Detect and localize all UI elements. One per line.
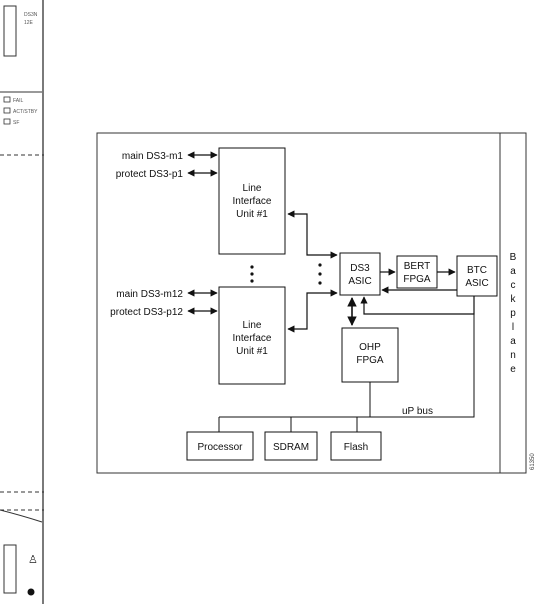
ohp-fpga-line2: FPGA bbox=[356, 355, 384, 366]
liu-top-line1: Line bbox=[243, 183, 262, 194]
processor-label: Processor bbox=[197, 442, 243, 453]
port-label-main-m1: main DS3-m1 bbox=[122, 151, 184, 162]
bert-fpga-line1: BERT bbox=[404, 261, 431, 272]
btc-feedback-line bbox=[360, 296, 475, 315]
backplane-letter: a bbox=[510, 266, 516, 277]
liu-top-to-ds3-link bbox=[287, 210, 338, 259]
liu-top-line3: Unit #1 bbox=[236, 209, 268, 220]
diagram-frame bbox=[96, 132, 527, 474]
led-fail-label: FAIL bbox=[13, 98, 24, 104]
btc-asic-line2: ASIC bbox=[465, 278, 488, 289]
figure-id: 61350 bbox=[530, 453, 536, 470]
ds3-asic-line1: DS3 bbox=[350, 263, 370, 274]
bert-fpga-line2: FPGA bbox=[403, 274, 431, 285]
led-sf-label: SF bbox=[13, 120, 19, 126]
faceplate-bottom-notch bbox=[0, 509, 43, 523]
backplane-label: B a c k p l a n e bbox=[510, 252, 517, 375]
backplane-letter: a bbox=[510, 336, 516, 347]
backplane-letter: k bbox=[511, 294, 517, 305]
led-act-stby-label: ACT/STBY bbox=[13, 109, 38, 115]
faceplate-top-label-2: 12E bbox=[24, 20, 34, 26]
sdram-box bbox=[264, 431, 318, 461]
backplane-letter: l bbox=[512, 322, 514, 333]
liu-ellipsis bbox=[250, 265, 254, 283]
led-fail-indicator bbox=[3, 96, 11, 103]
liu-top-box bbox=[218, 147, 286, 255]
flash-label: Flash bbox=[344, 442, 368, 453]
link-ellipsis bbox=[318, 263, 322, 285]
liu-bottom-line1: Line bbox=[243, 320, 262, 331]
liu-top-line2: Interface bbox=[233, 196, 272, 207]
liu-bottom-line3: Unit #1 bbox=[236, 346, 268, 357]
btc-asic-line1: BTC bbox=[467, 265, 487, 276]
sdram-label: SDRAM bbox=[273, 442, 309, 453]
ds3-asic-line2: ASIC bbox=[348, 276, 371, 287]
ohp-fpga-box bbox=[341, 327, 399, 383]
faceplate-top-label-1: DS3N bbox=[24, 12, 38, 18]
up-bus-label: uP bus bbox=[402, 406, 433, 417]
ohp-fpga-line1: OHP bbox=[359, 342, 381, 353]
backplane-letter: n bbox=[510, 350, 516, 361]
up-bus-line bbox=[219, 298, 475, 418]
backplane-letter: B bbox=[510, 252, 517, 263]
ds3-asic-box bbox=[339, 252, 381, 296]
led-act-stby-indicator bbox=[3, 107, 11, 114]
liu-bottom-line2: Interface bbox=[233, 333, 272, 344]
ground-screw-icon bbox=[27, 588, 35, 596]
liu-bottom-box bbox=[218, 286, 286, 385]
btc-asic-box bbox=[456, 255, 498, 297]
flash-box bbox=[330, 431, 382, 461]
backplane-letter: c bbox=[511, 280, 516, 291]
port-label-protect-p1: protect DS3-p1 bbox=[116, 169, 184, 180]
led-sf-indicator bbox=[3, 118, 11, 125]
faceplate-bottom-latch bbox=[3, 544, 17, 594]
port-label-main-m12: main DS3-m12 bbox=[116, 289, 183, 300]
electrostatic-symbol-icon: ♙ bbox=[28, 554, 38, 566]
card-faceplate: DS3N 12E FAIL ACT/STBY SF ♙ bbox=[0, 0, 44, 604]
faceplate-top-latch bbox=[3, 5, 17, 57]
processor-box bbox=[186, 431, 254, 461]
backplane-letter: e bbox=[510, 364, 516, 375]
port-label-protect-p12: protect DS3-p12 bbox=[110, 307, 183, 318]
backplane-letter: p bbox=[510, 308, 516, 319]
liu-bottom-to-ds3-link bbox=[287, 289, 338, 333]
